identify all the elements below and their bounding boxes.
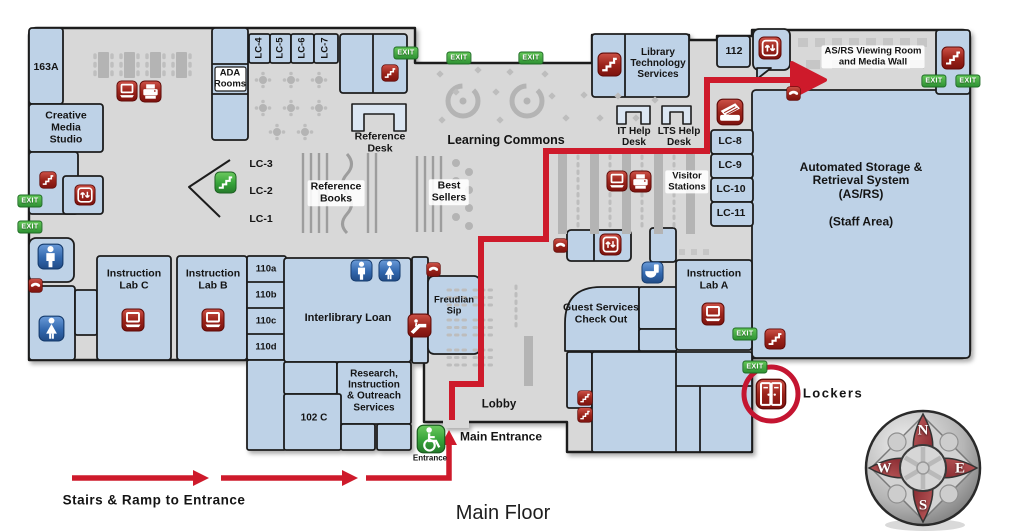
exit-sign: EXIT — [921, 74, 947, 88]
exit-sign: EXIT — [17, 220, 43, 234]
exit-sign: EXIT — [17, 194, 43, 208]
exit-sign: EXIT — [518, 51, 544, 65]
restroom-women-icon — [38, 315, 65, 342]
compass-north: N — [917, 422, 929, 439]
elevator-icon — [74, 184, 96, 206]
exit-sign: EXIT — [732, 327, 758, 341]
escalator-icon — [407, 313, 432, 338]
compass-east: E — [954, 460, 966, 477]
stairs-icon — [39, 171, 57, 189]
printer-icon — [629, 170, 652, 193]
elevator-icon — [599, 233, 622, 256]
stairs-icon — [941, 46, 965, 70]
phone-icon — [553, 238, 568, 253]
compass-rose — [864, 409, 982, 531]
accessible-entrance-icon — [416, 424, 446, 454]
restroom-women-icon — [378, 259, 401, 282]
exit-sign: EXIT — [955, 74, 981, 88]
computer-icon — [201, 308, 225, 332]
exit-sign: EXIT — [393, 46, 419, 60]
stairs-icon — [577, 390, 593, 406]
phone-icon — [426, 262, 441, 277]
lockers-icon — [755, 378, 787, 410]
elevator-icon — [758, 36, 782, 60]
computer-icon — [121, 308, 145, 332]
compass-west: W — [876, 460, 892, 477]
compass-south: S — [918, 497, 928, 514]
printer-icon — [139, 80, 162, 103]
stairs-icon — [597, 52, 622, 77]
stairs-icon-green — [214, 171, 237, 194]
exit-sign: EXIT — [742, 360, 768, 374]
toilet-icon — [641, 261, 664, 284]
phone-icon — [28, 278, 43, 293]
exit-sign: EXIT — [446, 51, 472, 65]
scanner-icon — [716, 98, 744, 126]
computer-icon — [606, 170, 628, 192]
lockers-highlight-circle — [741, 364, 801, 424]
phone-icon — [786, 86, 801, 101]
restroom-men-icon — [350, 259, 373, 282]
computer-icon — [116, 80, 138, 102]
restroom-men-icon — [37, 243, 64, 270]
stairs-icon — [577, 407, 593, 423]
stairs-icon — [764, 328, 786, 350]
computer-icon — [701, 302, 725, 326]
building-structure — [27, 26, 972, 454]
stairs-icon — [381, 64, 399, 82]
route-path — [72, 61, 827, 486]
